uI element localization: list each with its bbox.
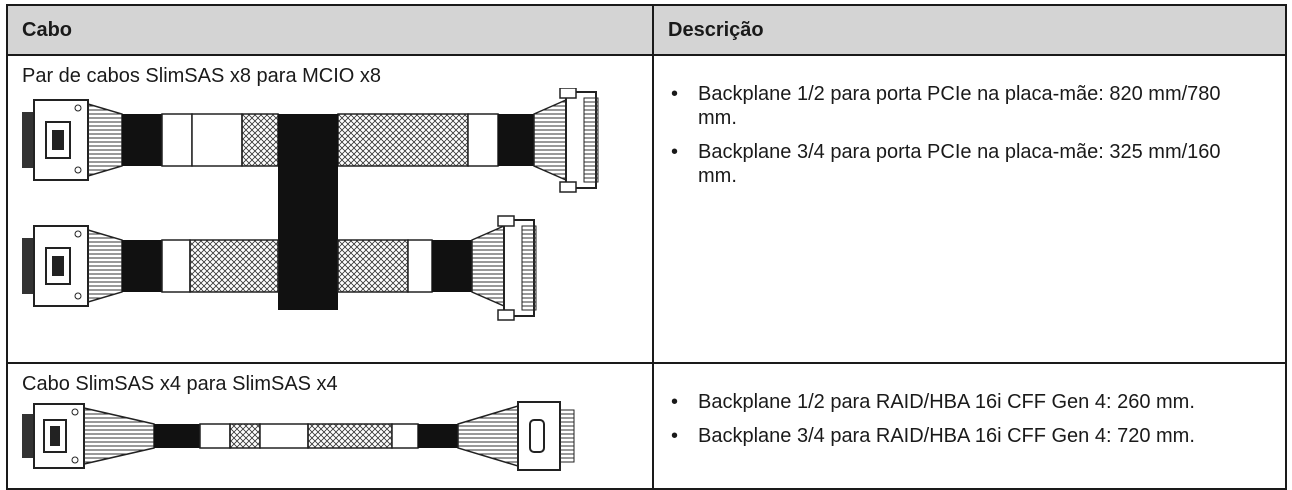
header-row: Cabo Descrição [6,4,1287,56]
cable-name: Par de cabos SlimSAS x8 para MCIO x8 [22,65,382,87]
list-item: •Backplane 1/2 para porta PCIe na placa-… [671,83,1221,129]
header-cable: Cabo [6,4,654,56]
description-cell: •Backplane 1/2 para porta PCIe na placa-… [652,54,1287,364]
cable-joiner [278,114,338,310]
single-cable [22,401,575,471]
cable-pair-diagram [22,88,599,321]
bottom-cable [22,215,537,321]
description-text: Backplane 1/2 para porta PCIe na placa-m… [698,83,1221,129]
list-item: •Backplane 3/4 para RAID/HBA 16i CFF Gen… [671,425,1195,447]
slimsas-cable-diagram [22,401,575,471]
header-description: Descrição [652,4,1287,56]
list-item: •Backplane 1/2 para RAID/HBA 16i CFF Gen… [671,391,1195,413]
cable-table: Cabo Descrição Par de cabos SlimSAS x8 p… [6,4,1287,490]
cable-name: Cabo SlimSAS x4 para SlimSAS x4 [22,373,338,395]
description-cell: •Backplane 1/2 para RAID/HBA 16i CFF Gen… [652,362,1287,490]
cable-cell: Par de cabos SlimSAS x8 para MCIO x8 [6,54,654,364]
description-text: Backplane 3/4 para RAID/HBA 16i CFF Gen … [698,425,1195,447]
cable-cell: Cabo SlimSAS x4 para SlimSAS x4 [6,362,654,490]
top-cable [22,88,599,193]
description-text: Backplane 3/4 para porta PCIe na placa-m… [698,141,1221,187]
list-item: •Backplane 3/4 para porta PCIe na placa-… [671,141,1221,187]
table-row: Cabo SlimSAS x4 para SlimSAS x4 [6,362,1287,490]
description-list: •Backplane 1/2 para porta PCIe na placa-… [654,82,1285,188]
description-list: •Backplane 1/2 para RAID/HBA 16i CFF Gen… [654,390,1285,448]
table-row: Par de cabos SlimSAS x8 para MCIO x8 [6,54,1287,364]
description-text: Backplane 1/2 para RAID/HBA 16i CFF Gen … [698,391,1195,413]
